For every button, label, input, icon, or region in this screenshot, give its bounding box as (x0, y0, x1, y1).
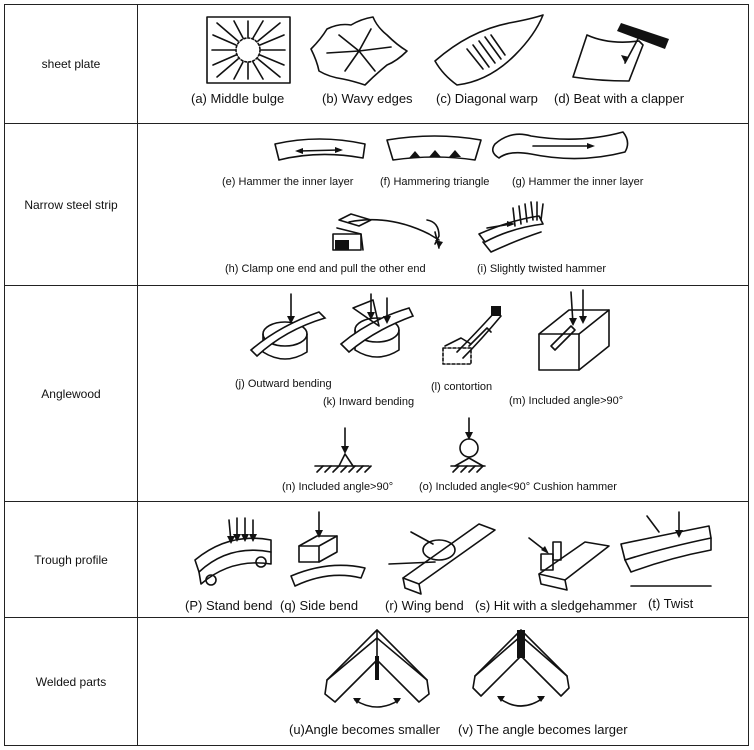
row-figures-sheet-plate: (a) Middle bulge (b) Wavy edges (c) Diag… (139, 5, 748, 123)
row-figures-welded-parts: (u)Angle becomes smaller (v) The angle b… (139, 618, 748, 745)
caption-sledgehammer: (s) Hit with a sledgehammer (475, 598, 637, 613)
twisted-hammer-figure (478, 201, 544, 253)
caption-wing-bend: (r) Wing bend (385, 598, 464, 613)
caption-beat-clapper: (d) Beat with a clapper (554, 91, 685, 106)
row-label-anglewood: Anglewood (5, 286, 138, 501)
sledgehammer-figure (528, 537, 610, 591)
caption-inward-bending: (k) Inward bending (323, 396, 415, 408)
caption-middle-bulge: (a) Middle bulge (191, 91, 285, 106)
side-bend-figure (290, 511, 366, 587)
caption-hammer-inner-e: (e) Hammer the inner layer (222, 176, 354, 188)
caption-clamp-pull: (h) Clamp one end and pull the other end (225, 263, 426, 275)
included-angle-large-figure (538, 289, 610, 371)
trough-profile-illustrations (194, 511, 712, 595)
cushion-hammer-figure (450, 417, 486, 473)
caption-cushion-hammer: (o) Included angle<90° Cushion hammer (419, 481, 617, 493)
diagonal-warp-figure (434, 14, 544, 86)
wing-bend-figure (388, 523, 496, 595)
welded-parts-illustrations (324, 629, 570, 708)
stand-bend-figure (194, 517, 272, 586)
row-label-trough-profile: Trough profile (5, 502, 138, 617)
anglewood-illustrations (249, 289, 610, 473)
contortion-figure (442, 306, 502, 365)
caption-hammer-inner-g: (g) Hammer the inner layer (512, 176, 644, 188)
figure-table: sheet plate (4, 4, 749, 746)
sheet-plate-illustrations (206, 14, 669, 86)
outward-bending-figure (249, 293, 327, 360)
caption-angle-larger: (v) The angle becomes larger (458, 722, 628, 737)
caption-twist: (t) Twist (648, 596, 694, 611)
caption-stand-bend: (P) Stand bend (185, 598, 273, 613)
angle-smaller-figure (324, 629, 430, 708)
caption-hammering-triangle: (f) Hammering triangle (380, 176, 490, 188)
angle-larger-figure (472, 629, 570, 707)
caption-included-angle-m: (m) Included angle>90° (509, 395, 624, 407)
caption-angle-smaller: (u)Angle becomes smaller (289, 722, 441, 737)
caption-side-bend: (q) Side bend (280, 598, 359, 613)
steel-strip-illustrations (274, 131, 629, 253)
wavy-edges-figure (310, 16, 408, 86)
twist-figure (620, 511, 712, 587)
clapper-figure (572, 23, 669, 82)
table-row-anglewood: Anglewood (5, 285, 748, 501)
caption-contortion: (l) contortion (431, 381, 493, 393)
hammering-triangle-figure (386, 135, 482, 161)
caption-outward-bending: (j) Outward bending (235, 378, 332, 390)
caption-twisted-hammer: (i) Slightly twisted hammer (477, 263, 606, 275)
caption-included-angle-n: (n) Included angle>90° (282, 481, 394, 493)
inward-bending-figure (339, 293, 415, 358)
row-figures-trough-profile: (P) Stand bend (q) Side bend (r) Wing be… (139, 502, 748, 617)
caption-diagonal-warp: (c) Diagonal warp (436, 91, 538, 106)
caption-wavy-edges: (b) Wavy edges (322, 91, 413, 106)
table-row-narrow-steel-strip: Narrow steel strip (5, 123, 748, 285)
row-label-welded-parts: Welded parts (5, 618, 138, 745)
row-figures-narrow-steel-strip: (e) Hammer the inner layer (f) Hammering… (139, 124, 748, 285)
hammer-inner-layer-figure-g (491, 131, 629, 160)
row-label-narrow-steel-strip: Narrow steel strip (5, 124, 138, 285)
table-row-sheet-plate: sheet plate (5, 5, 748, 123)
table-row-trough-profile: Trough profile (5, 501, 748, 617)
clamp-pull-figure (332, 213, 443, 251)
hammer-inner-layer-figure-e (274, 138, 366, 161)
included-angle-anvil-figure (314, 427, 372, 473)
middle-bulge-figure (206, 16, 291, 84)
row-label-sheet-plate: sheet plate (5, 5, 138, 123)
table-row-welded-parts: Welded parts (5, 617, 748, 745)
row-figures-anglewood: (j) Outward bending (k) Inward bending (… (139, 286, 748, 501)
